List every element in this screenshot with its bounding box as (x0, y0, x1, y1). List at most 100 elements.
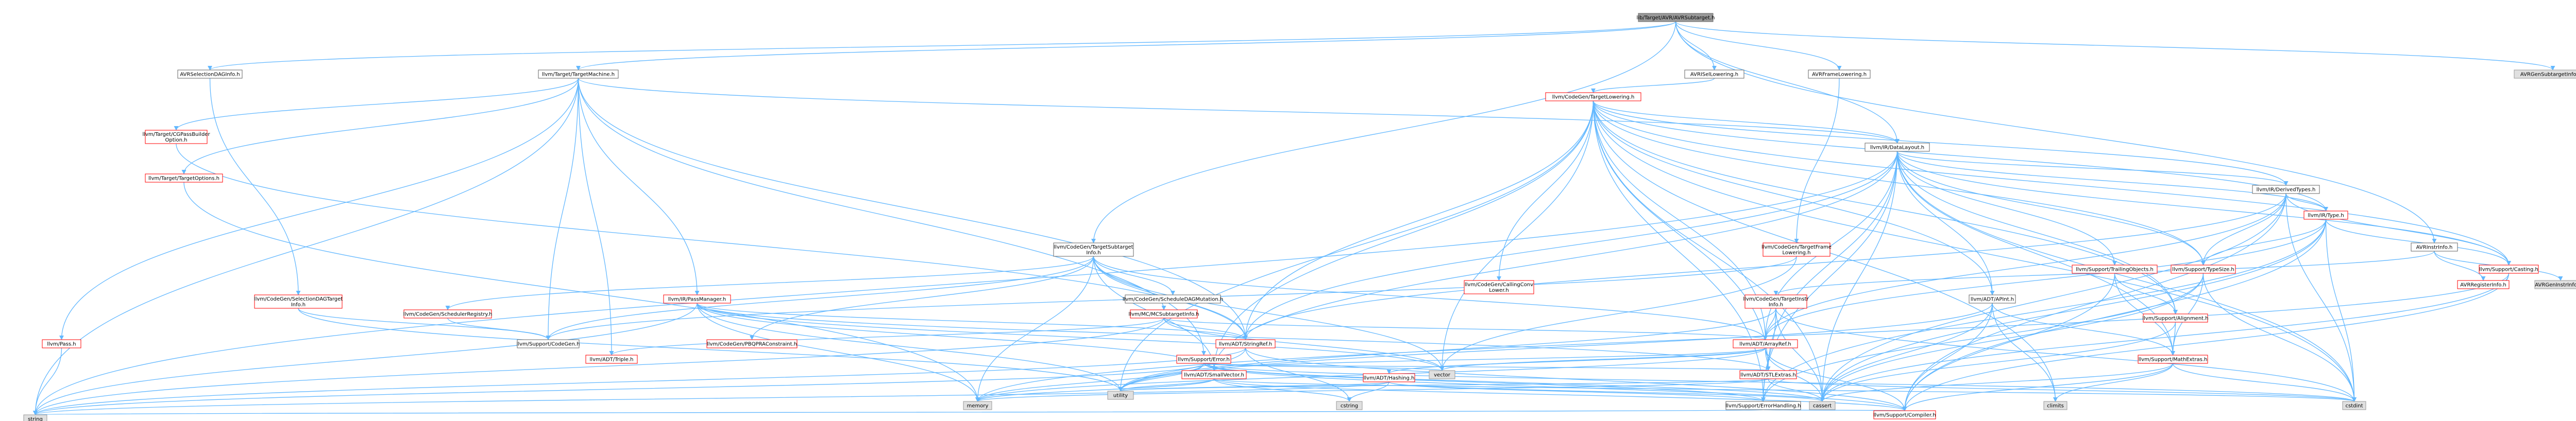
node-box (963, 401, 992, 410)
node-label: llvm/IR/Type.h (2308, 213, 2344, 219)
node-label: llvm/CodeGen/SelectionDAGTarget (254, 296, 343, 302)
edge-tm-to-string (32, 78, 579, 415)
node-aptint[interactable]: llvm/ADT/APInt.h (1969, 294, 2016, 304)
edge-dl-to-cstdint (1896, 151, 2357, 402)
node-label: llvm/Pass.h (47, 342, 76, 347)
node-label: llvm/IR/DataLayout.h (1870, 145, 1924, 151)
node-box (1638, 13, 1714, 22)
node-box (1809, 401, 1836, 410)
node-box (2534, 280, 2576, 289)
edge-dl-to-aptint (1896, 151, 1995, 295)
node-align[interactable]: llvm/Support/Alignment.h (2142, 313, 2209, 323)
node-reginfo[interactable]: AVRRegisterInfo.h (2457, 280, 2510, 289)
edge-cgtl-to-smallvec (1211, 100, 1594, 371)
edge-dl-to-typesize (1896, 151, 2206, 266)
edge-dl-to-derived (1896, 151, 2289, 186)
node-type[interactable]: llvm/IR/Type.h (2303, 210, 2348, 220)
node-pbqp[interactable]: llvm/CodeGen/PBQPRAConstraint.h (706, 339, 798, 348)
node-error[interactable]: llvm/Support/Error.h (1176, 355, 1231, 364)
node-box (1725, 401, 1801, 410)
node-tm[interactable]: llvm/Target/TargetMachine.h (538, 69, 619, 79)
node-arrayref[interactable]: llvm/ADT/ArrayRef.h (1733, 339, 1798, 348)
node-cassert: cassert (1809, 401, 1836, 410)
node-box (2411, 242, 2458, 252)
edge-tsi-to-schedmut (1093, 256, 1176, 295)
edge-derived-to-cstdint (2285, 193, 2357, 402)
node-root[interactable]: lib/Target/AVR/AVRSubtarget.h (1637, 13, 1715, 22)
node-trailing[interactable]: llvm/Support/TrailingObjects.h (2072, 265, 2158, 274)
node-instr[interactable]: AVRInstrInfo.h (2411, 242, 2458, 252)
edge-tgopt-to-memory (183, 182, 980, 402)
node-cgtl[interactable]: llvm/CodeGen/TargetLowering.h (1545, 92, 1641, 101)
node-box (2252, 185, 2320, 194)
node-mcsti[interactable]: llvm/MC/MCSubtargetInfo.h (1129, 309, 1199, 319)
node-errh[interactable]: llvm/Support/ErrorHandling.h (1725, 401, 1801, 410)
node-pass[interactable]: llvm/Pass.h (42, 339, 81, 348)
node-label: Info.h (1769, 302, 1783, 308)
edge-tii-to-cstdint (1775, 308, 2357, 402)
node-label: llvm/Support/Compiler.h (1873, 413, 1936, 418)
node-schedmut[interactable]: llvm/CodeGen/ScheduleDAGMutation.h (1123, 294, 1223, 304)
edge-irpm-to-memory (697, 303, 980, 402)
node-geninstr: AVRGenInstrInfo.inc (2534, 280, 2576, 289)
node-derived[interactable]: llvm/IR/DerivedTypes.h (2252, 185, 2320, 194)
node-label: AVRSelectionDAGInfo.h (180, 72, 240, 78)
node-box (2138, 355, 2208, 364)
node-label: llvm/CodeGen/TargetInstr (1743, 296, 1809, 302)
node-label: Lowering.h (1783, 250, 1811, 256)
edge-align-to-cassert (1820, 322, 2176, 402)
node-triple[interactable]: llvm/ADT/Triple.h (585, 355, 638, 364)
node-label: memory (967, 404, 989, 409)
edge-frame-to-tfl (1794, 78, 1840, 243)
edge-root-to-seldag (208, 21, 1676, 71)
node-label: llvm/CodeGen/TargetLowering.h (1552, 95, 1635, 100)
node-utility: utility (1107, 391, 1134, 400)
node-mathextras[interactable]: llvm/Support/MathExtras.h (2138, 355, 2208, 364)
node-box (1873, 410, 1936, 419)
node-hashing[interactable]: llvm/ADT/Hashing.h (1363, 373, 1415, 382)
node-compiler[interactable]: llvm/Support/Compiler.h (1873, 410, 1936, 419)
edge-error-to-cstdint (1203, 363, 2357, 402)
edge-mathextras-to-cassert (1820, 363, 2174, 402)
node-codegen[interactable]: llvm/Support/CodeGen.h (517, 339, 580, 348)
edge-tii-to-utility (1118, 308, 1776, 392)
node-schedreg[interactable]: llvm/CodeGen/SchedulerRegistry.h (403, 309, 493, 319)
edge-derived-to-arrayref (1763, 193, 2286, 340)
node-dl[interactable]: llvm/IR/DataLayout.h (1865, 143, 1930, 152)
edge-irpm-to-utility (697, 303, 1123, 392)
node-label: cstdint (2345, 404, 2363, 409)
node-label: llvm/Target/CGPassBuilder (142, 132, 210, 137)
edge-smallvec-to-memory (975, 378, 1215, 402)
node-stlextras[interactable]: llvm/ADT/STLExtras.h (1739, 370, 1797, 379)
node-memory: memory (963, 401, 992, 410)
node-box (1744, 294, 1807, 309)
node-frame[interactable]: AVRFrameLowering.h (1808, 69, 1871, 79)
edge-type-to-cassert (1820, 219, 2327, 402)
edge-derived-to-type (2285, 193, 2329, 212)
node-label: Option.h (165, 137, 188, 143)
node-box (2342, 401, 2366, 410)
node-casting[interactable]: llvm/Support/Casting.h (2479, 265, 2539, 274)
edge-tm-to-error (578, 78, 1207, 356)
node-stringref[interactable]: llvm/ADT/StringRef.h (1215, 339, 1276, 348)
node-typesize[interactable]: llvm/Support/TypeSize.h (2171, 265, 2236, 274)
edge-tm-to-triple (578, 78, 614, 356)
node-isel[interactable]: AVRISelLowering.h (1684, 69, 1744, 79)
node-label: AVRGenSubtargetInfo.inc (2520, 72, 2576, 78)
node-tgopt[interactable]: llvm/Target/TargetOptions.h (145, 173, 223, 183)
edge-tsi-to-memory (975, 256, 1094, 402)
node-smallvec[interactable]: llvm/ADT/SmallVector.h (1181, 370, 1247, 379)
edge-instr-to-reginfo (2434, 251, 2486, 281)
node-irpm[interactable]: llvm/IR/PassManager.h (663, 294, 731, 304)
edge-dl-to-type (1896, 151, 2328, 212)
edge-tii-to-cassert (1775, 308, 1825, 402)
node-box (1125, 294, 1221, 304)
node-seldag[interactable]: AVRSelectionDAGInfo.h (177, 69, 243, 79)
node-label: llvm/ADT/SmallVector.h (1184, 373, 1244, 378)
